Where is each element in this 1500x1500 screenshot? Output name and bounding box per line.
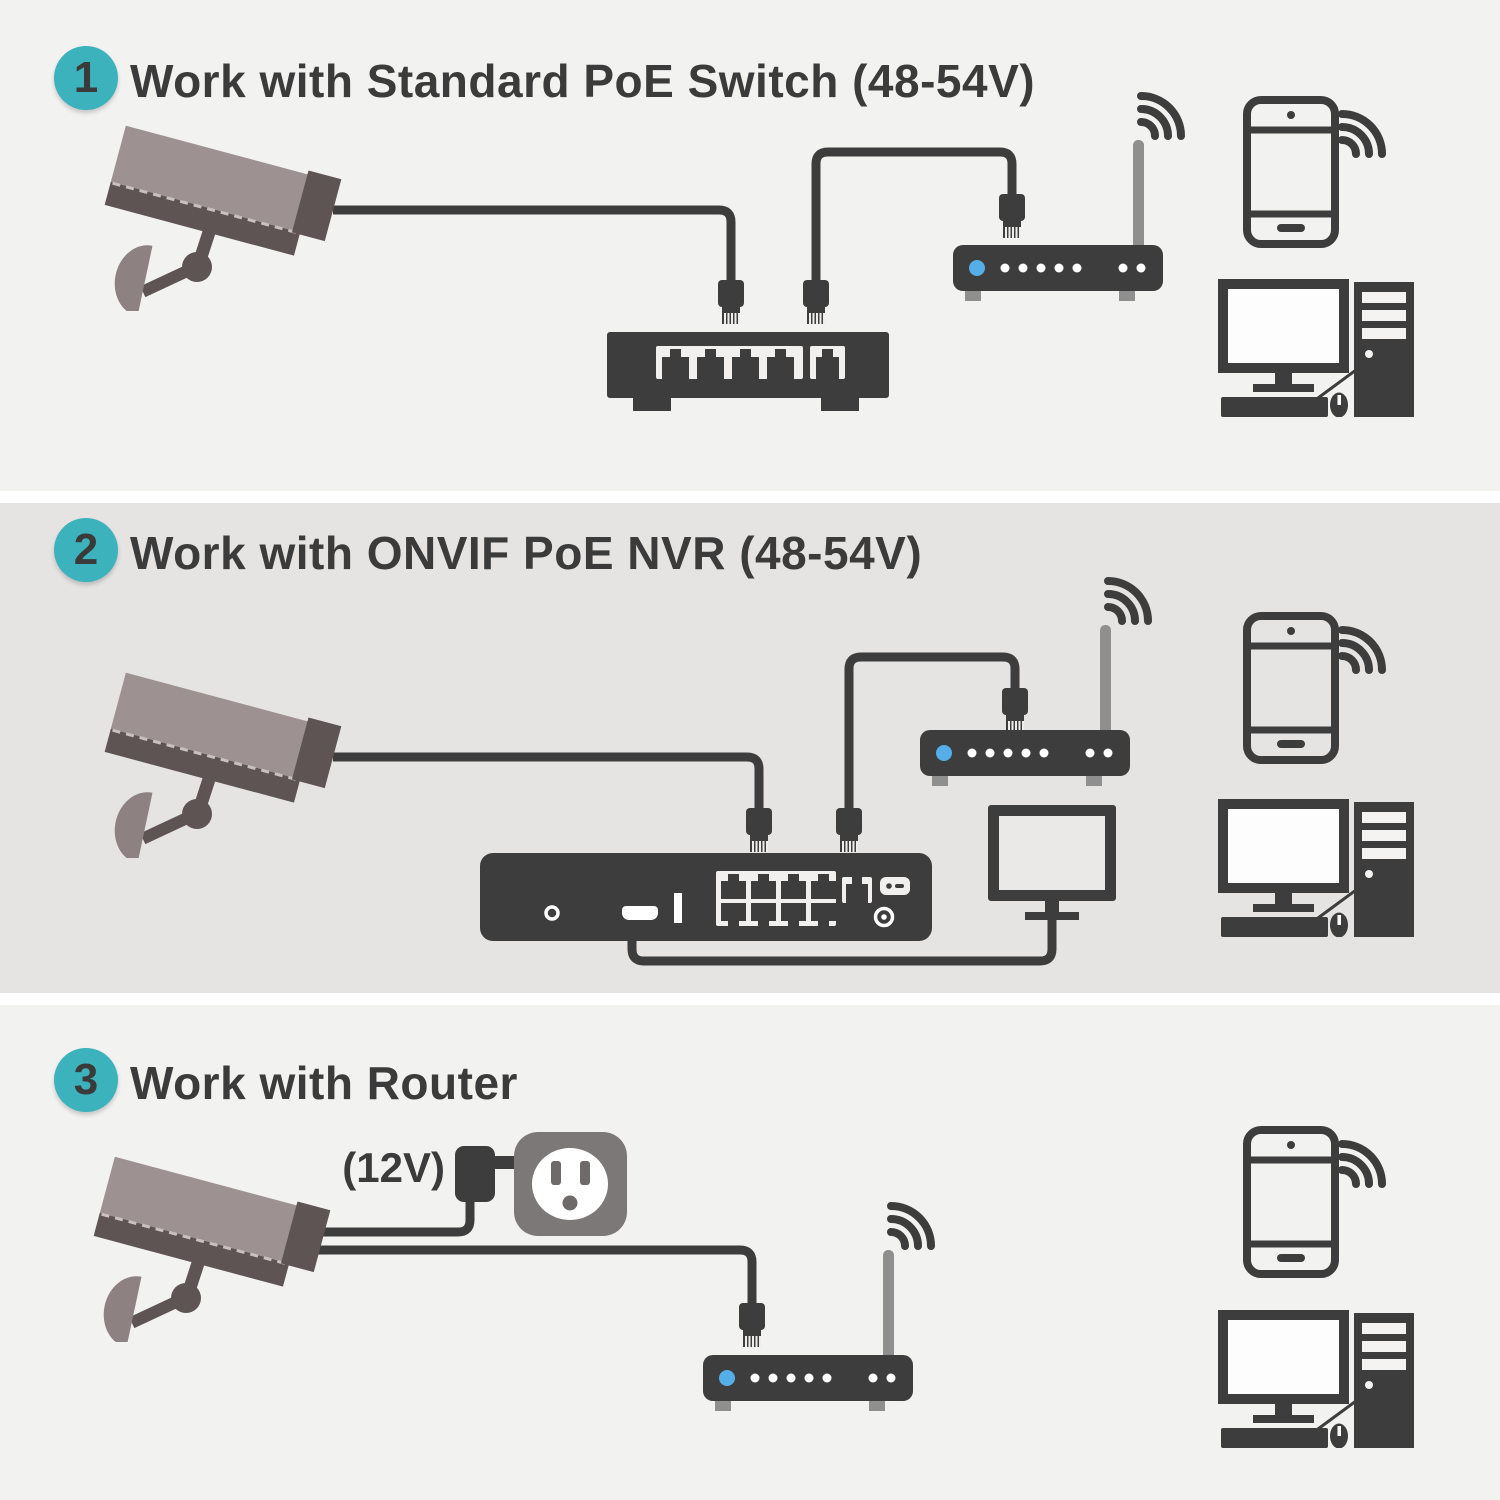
section-1-badge: 1 (54, 46, 118, 110)
power-outlet-icon (514, 1132, 628, 1237)
smartphone-wifi-icon (1240, 1126, 1400, 1278)
section-3-title: Work with Router (130, 1057, 518, 1109)
security-camera-icon (100, 668, 345, 858)
ethernet-plug-icon (716, 280, 746, 324)
wifi-router-icon (703, 1202, 953, 1419)
section-2-title: Work with ONVIF PoE NVR (48-54V) (130, 527, 923, 579)
power-voltage-label: (12V) (342, 1144, 445, 1191)
security-camera-icon (100, 121, 345, 311)
ethernet-plug-icon (801, 280, 831, 324)
power-adapter-icon (455, 1146, 519, 1204)
smartphone-wifi-icon (1240, 612, 1400, 764)
section-1-title: Work with Standard PoE Switch (48-54V) (130, 55, 1036, 107)
wifi-router-icon (920, 577, 1170, 794)
wifi-router-icon (953, 92, 1203, 309)
desktop-computer-icon (1218, 277, 1418, 417)
poe-switch-icon (607, 332, 892, 412)
section-2-number: 2 (73, 525, 99, 574)
section-1-number: 1 (73, 53, 99, 102)
section-3-number: 3 (73, 1055, 99, 1104)
section-3-badge: 3 (54, 1048, 118, 1112)
desktop-computer-icon (1218, 1308, 1418, 1448)
security-camera-icon (89, 1152, 334, 1342)
monitor-icon (988, 805, 1118, 920)
desktop-computer-icon (1218, 797, 1418, 937)
nvr-icon (480, 853, 935, 943)
smartphone-wifi-icon (1240, 96, 1400, 248)
ethernet-plug-icon (834, 808, 864, 852)
section-2-badge: 2 (54, 518, 118, 582)
ethernet-plug-icon (744, 808, 774, 852)
